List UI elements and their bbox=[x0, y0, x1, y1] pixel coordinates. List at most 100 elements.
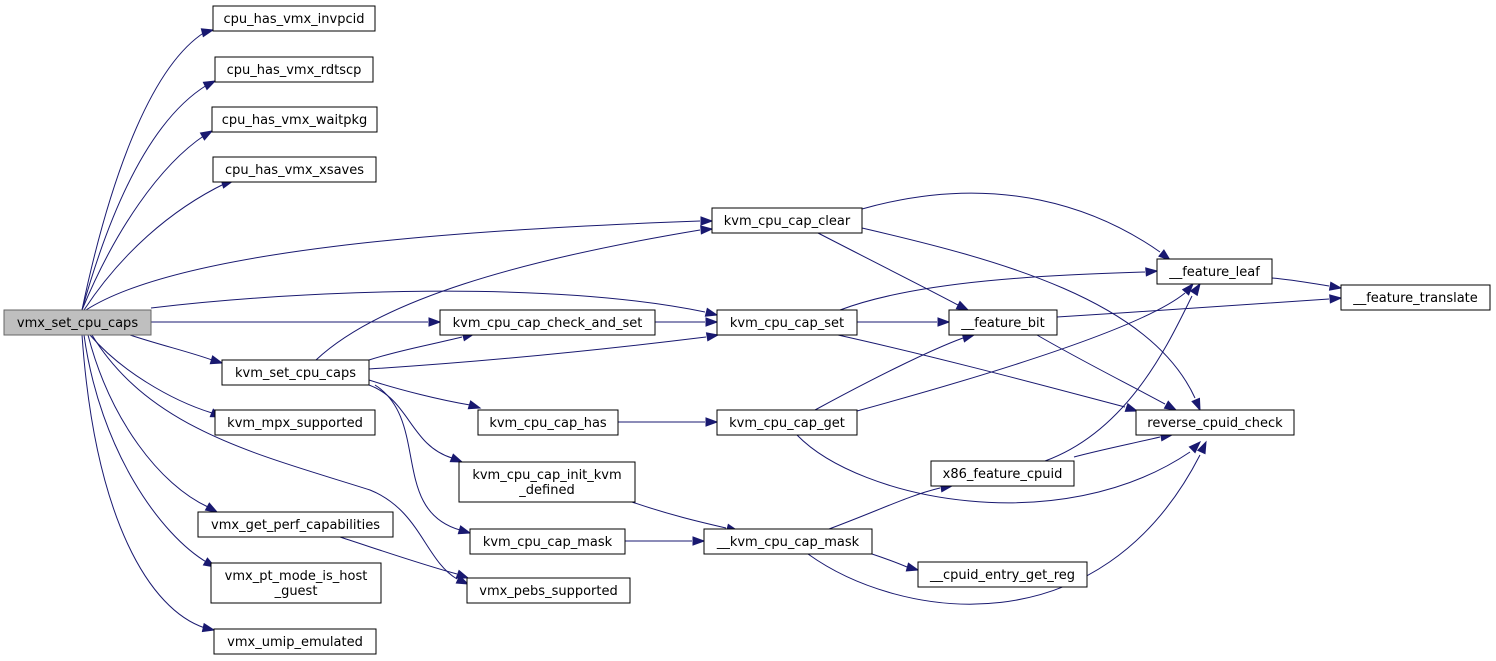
edge-line bbox=[1036, 334, 1166, 405]
edge-line bbox=[828, 487, 941, 530]
node-label: _guest bbox=[274, 584, 318, 599]
edge-kvm_cap_mask-to-reverse_check bbox=[807, 440, 1207, 605]
node-box bbox=[716, 409, 858, 436]
node-label: reverse_cpuid_check bbox=[1147, 416, 1283, 431]
node-label: kvm_cpu_cap_has bbox=[489, 416, 607, 431]
node-box bbox=[221, 359, 370, 386]
edge-arrowhead bbox=[705, 417, 719, 427]
node-box bbox=[948, 309, 1058, 336]
node-init-kvm[interactable]: kvm_cpu_cap_init_kvm_defined bbox=[458, 461, 636, 503]
edge-arrowhead bbox=[1158, 249, 1172, 261]
node-label: kvm_cpu_cap_check_and_set bbox=[453, 316, 643, 331]
edge-root-to-rdtscp bbox=[81, 80, 217, 311]
node-perf[interactable]: vmx_get_perf_capabilities bbox=[197, 511, 394, 538]
node-kvm-cap-mask[interactable]: __kvm_cpu_cap_mask bbox=[703, 528, 873, 555]
node-box bbox=[211, 106, 378, 133]
node-box bbox=[711, 207, 863, 234]
edge-arrowhead bbox=[457, 525, 472, 535]
edge-arrowhead bbox=[955, 300, 970, 311]
node-box bbox=[466, 577, 631, 604]
edge-line bbox=[89, 334, 213, 414]
node-set-cpu-caps[interactable]: kvm_set_cpu_caps bbox=[221, 359, 370, 386]
edge-line bbox=[796, 434, 1191, 504]
node-umip[interactable]: vmx_umip_emulated bbox=[213, 628, 377, 655]
edge-root-to-perf bbox=[87, 334, 219, 513]
edge-arrowhead bbox=[467, 400, 482, 410]
edge-root-to-mpx bbox=[89, 334, 224, 418]
edge-cap_clear-to-feature_bit bbox=[817, 232, 970, 311]
edge-line bbox=[856, 292, 1186, 412]
node-mpx[interactable]: kvm_mpx_supported bbox=[214, 409, 376, 436]
edge-line bbox=[81, 134, 206, 311]
edge-arrowhead bbox=[1191, 397, 1201, 412]
edge-arrowhead bbox=[1189, 282, 1201, 297]
node-box bbox=[458, 461, 636, 503]
node-box bbox=[210, 562, 382, 604]
node-label: cpu_has_vmx_waitpkg bbox=[222, 113, 368, 128]
node-feature-leaf[interactable]: __feature_leaf bbox=[1156, 258, 1273, 285]
node-box bbox=[917, 561, 1088, 588]
edge-feature_bit-to-reverse_check bbox=[1036, 334, 1178, 411]
node-waitpkg[interactable]: cpu_has_vmx_waitpkg bbox=[211, 106, 378, 133]
edge-line bbox=[807, 454, 1201, 605]
node-rdtscp[interactable]: cpu_has_vmx_rdtscp bbox=[214, 56, 374, 83]
node-label: __feature_leaf bbox=[1168, 265, 1260, 280]
node-xsaves[interactable]: cpu_has_vmx_xsaves bbox=[212, 156, 377, 183]
edge-kvm_cap_mask-to-x86_cpuid bbox=[828, 483, 954, 530]
edge-arrowhead bbox=[1188, 440, 1202, 454]
node-box bbox=[214, 409, 376, 436]
node-label: kvm_cpu_cap_clear bbox=[724, 214, 851, 229]
node-cap-mask[interactable]: kvm_cpu_cap_mask bbox=[469, 528, 626, 555]
edge-cap_clear-to-feature_leaf bbox=[861, 192, 1172, 261]
node-x86-cpuid[interactable]: x86_feature_cpuid bbox=[930, 460, 1075, 487]
edge-line bbox=[817, 232, 959, 306]
node-invpcid[interactable]: cpu_has_vmx_invpcid bbox=[212, 5, 376, 32]
node-root[interactable]: vmx_set_cpu_caps bbox=[3, 309, 152, 336]
node-pt-mode[interactable]: vmx_pt_mode_is_host_guest bbox=[210, 562, 382, 604]
edge-perf-to-pebs bbox=[339, 536, 470, 579]
edge-set_cpu_caps-to-cap_set bbox=[368, 332, 720, 370]
node-box bbox=[930, 460, 1075, 487]
edge-arrowhead bbox=[202, 80, 217, 91]
node-label: kvm_mpx_supported bbox=[227, 416, 363, 431]
edge-cap_mask-to-kvm_cap_mask bbox=[625, 536, 706, 546]
node-label: __feature_translate bbox=[1352, 291, 1478, 306]
node-cap-has[interactable]: kvm_cpu_cap_has bbox=[477, 409, 619, 436]
node-feature-bit[interactable]: __feature_bit bbox=[948, 309, 1058, 336]
edge-arrowhead bbox=[209, 355, 224, 365]
edge-feature_bit-to-feature_translate bbox=[1056, 294, 1343, 318]
edge-arrowhead bbox=[201, 622, 216, 633]
node-cap-set[interactable]: kvm_cpu_cap_set bbox=[716, 309, 858, 336]
node-cap-clear[interactable]: kvm_cpu_cap_clear bbox=[711, 207, 863, 234]
node-feature-translate[interactable]: __feature_translate bbox=[1340, 284, 1491, 311]
edge-arrowhead bbox=[700, 225, 714, 235]
edge-cap_has-to-cap_get bbox=[618, 417, 719, 427]
edge-arrowhead bbox=[200, 28, 215, 38]
edge-arrowhead bbox=[1181, 282, 1194, 296]
node-box bbox=[197, 511, 394, 538]
node-label: _defined bbox=[518, 483, 574, 498]
edge-cap_set-to-feature_bit bbox=[857, 317, 951, 327]
node-check-and-set[interactable]: kvm_cpu_cap_check_and_set bbox=[439, 309, 656, 336]
edge-arrowhead bbox=[692, 536, 706, 546]
node-box bbox=[1340, 284, 1491, 311]
edge-line bbox=[814, 337, 964, 411]
node-pebs[interactable]: vmx_pebs_supported bbox=[466, 577, 631, 604]
edge-arrowhead bbox=[937, 317, 951, 327]
node-label: kvm_set_cpu_caps bbox=[235, 366, 356, 381]
edge-line bbox=[81, 84, 208, 311]
edge-line bbox=[150, 290, 706, 313]
node-entry-get-reg[interactable]: __cpuid_entry_get_reg bbox=[917, 561, 1088, 588]
edge-cap_get-to-feature_leaf bbox=[856, 282, 1194, 412]
edge-root-to-check_and_set bbox=[151, 317, 442, 327]
edge-line bbox=[83, 334, 209, 564]
edge-arrowhead bbox=[705, 317, 719, 327]
node-box bbox=[212, 5, 376, 32]
edge-line bbox=[81, 334, 206, 629]
node-cap-get[interactable]: kvm_cpu_cap_get bbox=[716, 409, 858, 436]
node-box bbox=[716, 309, 858, 336]
edge-arrowhead bbox=[700, 216, 714, 226]
node-reverse-check[interactable]: reverse_cpuid_check bbox=[1135, 409, 1295, 436]
edge-line bbox=[1271, 277, 1330, 287]
